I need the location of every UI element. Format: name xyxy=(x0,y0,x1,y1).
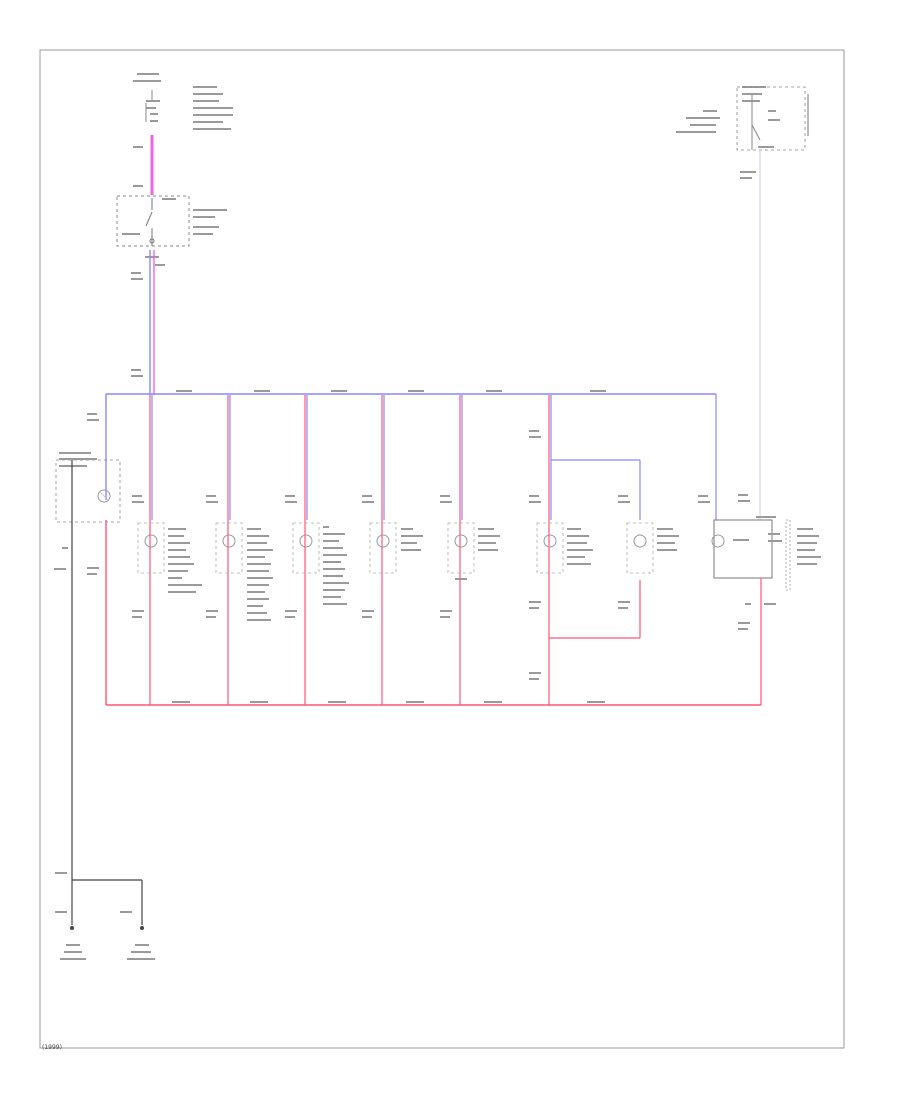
lamp-bulb-icon xyxy=(447,522,475,574)
wire-label xyxy=(131,272,143,377)
dimmer-label xyxy=(676,86,780,179)
ground-label xyxy=(55,872,155,960)
lamp-label xyxy=(618,495,679,609)
lamp-label xyxy=(285,495,349,618)
lamp-label xyxy=(529,430,593,680)
dimmer-connector-icon xyxy=(785,519,791,591)
switch-label xyxy=(145,209,227,266)
diagram-code: (1999) xyxy=(42,1044,62,1051)
lamp-label xyxy=(132,495,202,618)
headlamp-switch-icon xyxy=(116,195,190,247)
lamp-label xyxy=(362,495,423,618)
lamp-label xyxy=(206,495,273,621)
lamp-bulb-icon xyxy=(137,522,165,574)
lamp-bulb-icon xyxy=(626,522,654,574)
ground-icon xyxy=(70,926,144,930)
lamp-bulb-icon xyxy=(97,489,111,503)
wire-label xyxy=(122,146,176,235)
lamp-bulb-icon xyxy=(711,519,773,579)
lamp-bulb-icon xyxy=(292,522,320,574)
ground-splice-label xyxy=(172,701,605,703)
lamp-bulb-icon xyxy=(369,522,397,574)
fuse-block-label xyxy=(133,73,233,130)
lamp-label xyxy=(440,495,500,618)
lamp-bulb-icon xyxy=(536,522,564,574)
fuse-icon xyxy=(145,90,153,122)
splice-label xyxy=(176,390,606,392)
instrument-cluster xyxy=(54,413,121,575)
dimmer-icon xyxy=(736,86,809,151)
lamp-bulb-icon xyxy=(215,522,243,574)
lamp-label xyxy=(698,494,821,630)
diagram-frame xyxy=(39,49,845,1049)
